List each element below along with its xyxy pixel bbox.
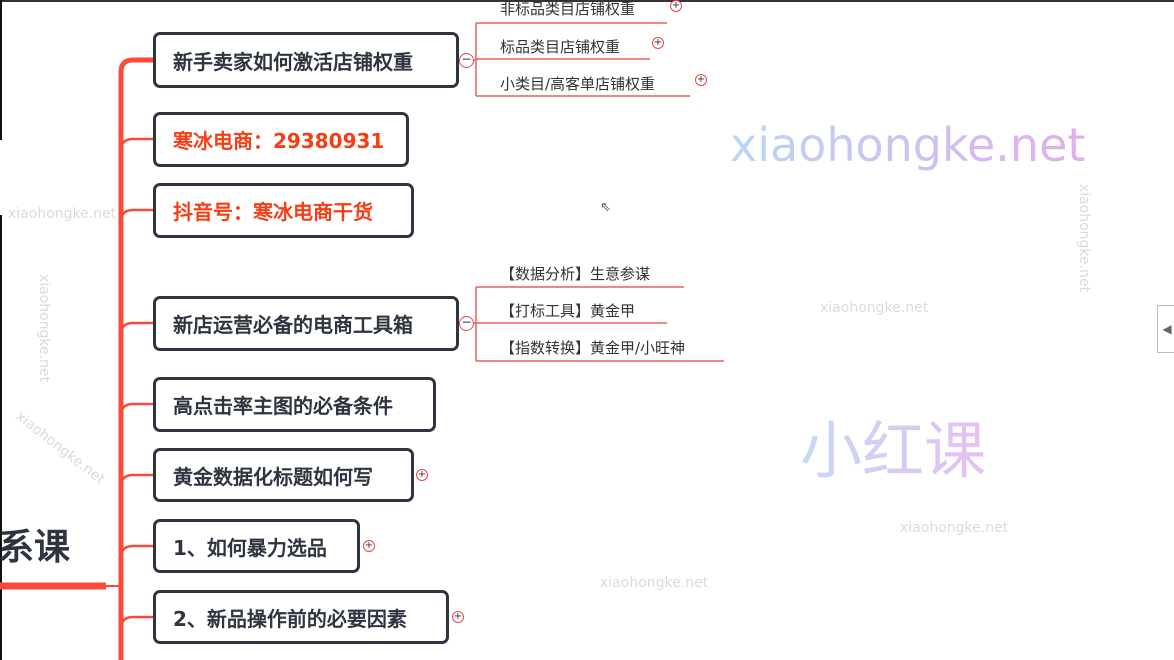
- collapse-icon[interactable]: −: [459, 316, 474, 331]
- window-top-border: [0, 0, 1174, 2]
- topic-ecommerce-toolbox[interactable]: 新店运营必备的电商工具箱: [153, 296, 459, 351]
- topic-product-selection[interactable]: 1、如何暴力选品: [153, 519, 360, 573]
- collapse-icon[interactable]: −: [459, 53, 474, 68]
- topic-new-product-factors[interactable]: 2、新品操作前的必要因素: [153, 590, 449, 644]
- subtopic-standard-shop-weight[interactable]: 标品类目店铺权重: [500, 38, 621, 56]
- topic-hanbing-ecommerce-id[interactable]: 寒冰电商：29380931: [153, 112, 409, 167]
- subtopic-nonstandard-shop-weight[interactable]: 非标品类目店铺权重: [500, 0, 636, 18]
- expand-icon[interactable]: +: [652, 37, 664, 49]
- expand-icon[interactable]: +: [670, 0, 682, 12]
- topic-douyin-account[interactable]: 抖音号：寒冰电商干货: [153, 183, 414, 238]
- main-spine: [118, 57, 153, 660]
- window-left-border: [0, 215, 2, 660]
- root-topic[interactable]: 系课: [0, 527, 71, 568]
- expand-icon[interactable]: +: [416, 469, 428, 481]
- side-panel-toggle-button[interactable]: ◀: [1157, 305, 1174, 353]
- topic-main-image-ctr[interactable]: 高点击率主图的必备条件: [153, 377, 436, 432]
- subtopic-tagging-tool[interactable]: 【打标工具】黄金甲: [500, 302, 636, 320]
- window-left-border: [0, 0, 2, 140]
- topic-activate-shop-weight[interactable]: 新手卖家如何激活店铺权重: [153, 32, 459, 88]
- subtopic-index-conversion-tool[interactable]: 【指数转换】黄金甲/小旺神: [500, 339, 686, 357]
- mouse-cursor-icon: ⇖: [600, 200, 611, 215]
- expand-icon[interactable]: +: [452, 611, 464, 623]
- topic-data-title[interactable]: 黄金数据化标题如何写: [153, 448, 414, 502]
- expand-icon[interactable]: +: [363, 540, 375, 552]
- triangle-left-icon: ◀: [1162, 322, 1172, 336]
- subtopic-small-category-shop-weight[interactable]: 小类目/高客单店铺权重: [500, 75, 656, 93]
- subtopic-data-analysis-tool[interactable]: 【数据分析】生意参谋: [500, 265, 651, 283]
- expand-icon[interactable]: +: [695, 74, 707, 86]
